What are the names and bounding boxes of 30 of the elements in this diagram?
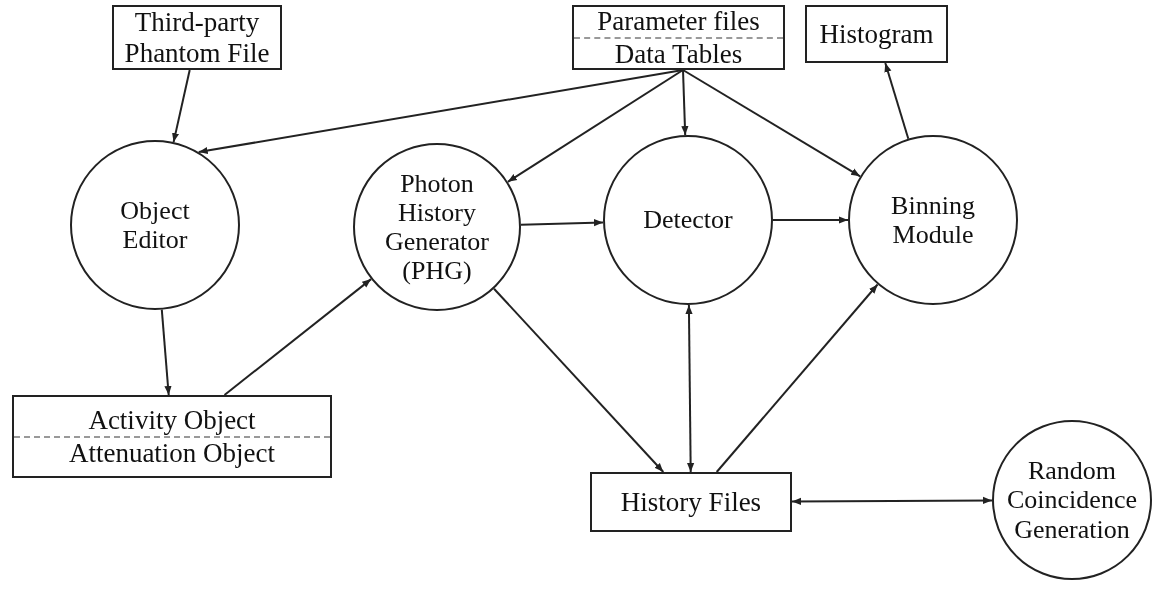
file-box (572, 5, 785, 70)
node-label: Object Editor (119, 195, 191, 255)
file-box (590, 472, 792, 532)
arrow (791, 496, 993, 506)
arrow (685, 304, 695, 473)
node-label: Binning Module (890, 190, 976, 250)
node-label: History Files (619, 486, 763, 518)
node-label: Detector (642, 205, 734, 235)
node-label: Third-party Phantom File (123, 7, 271, 68)
node-label: Random Coincidence Generation (1006, 456, 1138, 544)
arrow (506, 69, 684, 183)
node-label: Attenuation Object (14, 435, 330, 468)
node-label: Parameter files (596, 6, 761, 37)
arrow (682, 69, 862, 178)
arrow (160, 308, 172, 396)
arrow (681, 69, 689, 136)
node-label: Activity Object (87, 405, 257, 436)
file-box (112, 5, 282, 70)
file-box (805, 5, 948, 63)
arrow (493, 287, 665, 473)
node-label: Data Tables (574, 36, 783, 69)
node-label: Photon History Generator (PHG) (384, 168, 490, 286)
arrow (884, 62, 910, 140)
node-label: Histogram (818, 18, 935, 50)
arrow (715, 283, 879, 473)
arrow (520, 219, 604, 227)
file-box (12, 395, 332, 478)
arrow (223, 278, 373, 396)
arrow (172, 69, 191, 144)
arrow (772, 216, 849, 224)
